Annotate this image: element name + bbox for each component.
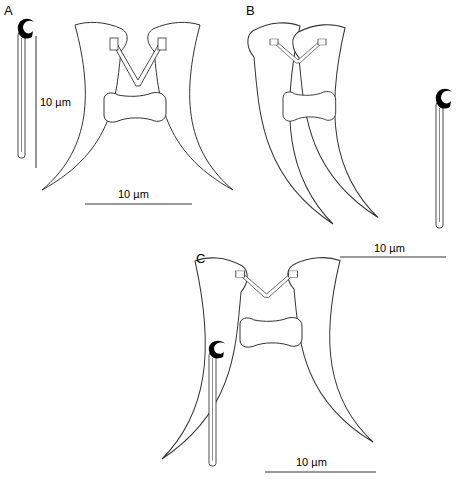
scale-label: 10 µm	[296, 456, 327, 468]
panel-a-figure	[18, 19, 233, 204]
scale-label: 10 µm	[374, 242, 405, 254]
scale-label: 10 µm	[118, 188, 149, 200]
panel-c-figure	[162, 258, 376, 472]
scale-label: 10 µm	[40, 96, 71, 108]
panel-letter: B	[246, 4, 255, 18]
panel-letter: C	[196, 252, 205, 266]
panel-b-figure	[248, 23, 452, 257]
panel-letter: A	[4, 4, 13, 18]
